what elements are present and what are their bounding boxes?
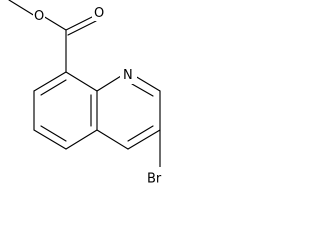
bond-right-inner-2 xyxy=(127,125,154,142)
bonds xyxy=(8,0,161,169)
bond-left-inner-1 xyxy=(40,79,67,96)
atom-labels: O O N Br xyxy=(33,6,172,187)
molecule-structure: O O N Br xyxy=(8,0,172,187)
bond-right-inner-1 xyxy=(131,83,154,97)
nitrogen: N xyxy=(120,67,137,84)
bond-methyl-o xyxy=(8,0,36,17)
ether-oxygen: O xyxy=(33,9,45,24)
bond-c8a-n xyxy=(96,75,122,92)
bond-o-carbonyl-carbon xyxy=(42,15,67,31)
bond-carbonyl-double-1 xyxy=(65,15,95,31)
bond-c8-c8a xyxy=(65,71,98,92)
bond-c5-c6 xyxy=(33,129,67,150)
bond-c7-c8 xyxy=(33,71,67,92)
carbonyl-oxygen: O xyxy=(92,6,105,21)
bromine: Br xyxy=(146,167,172,187)
bond-c4a-c5 xyxy=(65,129,98,150)
bond-carbonyl-double-2 xyxy=(67,20,97,36)
structure-canvas: O O N Br xyxy=(0,0,194,192)
bond-left-inner-3 xyxy=(40,125,67,142)
bond-c4-c4a xyxy=(96,129,129,150)
nitrogen-label: N xyxy=(123,68,133,83)
ether-oxygen-label: O xyxy=(34,9,44,24)
bond-c3-c4 xyxy=(127,129,161,150)
bond-n-c2 xyxy=(134,75,161,92)
bromine-label: Br xyxy=(147,172,162,187)
carbonyl-oxygen-label: O xyxy=(94,6,104,21)
